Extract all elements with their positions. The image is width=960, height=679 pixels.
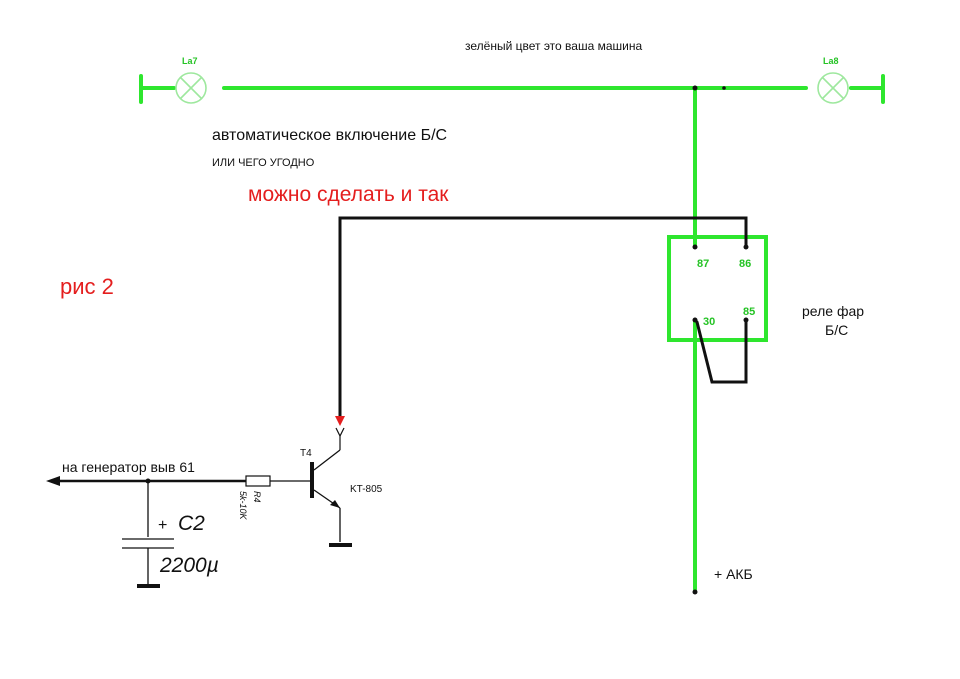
capacitor-plus: + [158,517,167,534]
battery-label: + АКБ [714,566,753,582]
junction-dot-bus [692,85,698,91]
pin-87-dot [692,244,698,250]
battery-terminal-dot [692,589,698,595]
auto-switch-title: автоматическое включение Б/С [212,127,447,144]
resistor-r4 [245,475,271,487]
collector-arrow-icon [335,416,345,426]
relay-pin-86: 86 [739,258,751,270]
resistor-value: 5k-10K [238,491,248,521]
junction-dot-bus-2 [722,86,726,90]
pin-86-dot [743,244,749,250]
relay-85-coil-wire [695,318,748,384]
or-anything-note: ИЛИ ЧЕГО УГОДНО [212,157,315,169]
relay-86-to-collector [338,216,748,420]
relay-pin-30: 30 [703,316,715,328]
transistor-t4 [310,449,352,547]
capacitor-name: C2 [178,512,205,535]
transistor-model: KT-805 [350,484,383,495]
capacitor-value: 2200µ [159,554,219,577]
relay-label-line2: Б/С [825,322,848,338]
transistor-collector [313,449,341,471]
relay-pin-85: 85 [743,306,755,318]
figure-label: рис 2 [60,274,114,299]
added-wiring [338,216,748,420]
green-color-note: зелёный цвет это ваша машина [465,39,642,53]
relay-label-line1: реле фар [802,303,864,319]
lamp-la8-label: La8 [823,56,839,66]
emitter-arrow-icon [330,500,340,508]
alternative-note: можно сделать и так [248,183,449,206]
junction-dot-cap [145,478,151,484]
relay-body [667,235,768,342]
generator-arrow-icon [46,476,60,486]
collector-lead [335,427,345,450]
base-circuit [58,475,312,588]
pin-30-dot [692,317,698,323]
pin-85-dot [743,317,749,323]
resistor-name: R4 [252,491,262,503]
generator-label: на генератор выв 61 [62,459,195,475]
transistor-name: T4 [300,448,312,459]
relay-pin-87: 87 [697,258,709,270]
car-wiring [139,74,885,594]
lamp-la7 [175,72,207,104]
lamp-la7-label: La7 [182,56,198,66]
lamp-la8 [817,72,849,104]
